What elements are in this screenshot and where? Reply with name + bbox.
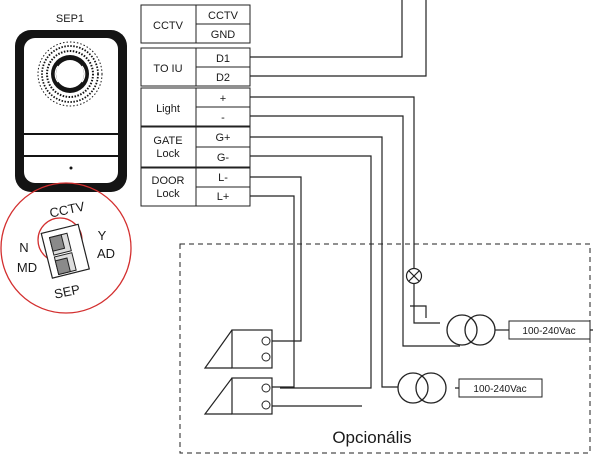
terminal-block: CCTV CCTV GND TO IU D1 D2 Light + - GATE… [140, 4, 251, 207]
pin-l-plus: L+ [217, 191, 230, 203]
pin-g-minus: G- [217, 152, 230, 164]
pin-d2: D2 [216, 72, 230, 84]
device-label: SEP1 [56, 13, 84, 25]
pin-l-minus: L- [218, 172, 228, 184]
camera-lens-icon [37, 41, 103, 107]
switch-knob-1 [48, 234, 66, 252]
transformer-1-voltage: 100-240Vac [522, 326, 575, 337]
status-led [69, 166, 73, 170]
switch-knob-2 [54, 257, 71, 276]
wire-d2 [250, 0, 427, 77]
transformer-2-voltage: 100-240Vac [473, 384, 526, 395]
group-door-label-line2: Lock [156, 188, 180, 200]
switch-callout-circle [0, 182, 132, 314]
wire-g-plus [250, 136, 410, 388]
transformer-icon [397, 372, 447, 404]
pin-g-plus: G+ [216, 132, 231, 144]
wire-d1 [250, 0, 403, 58]
switch-label-sep: SEP [53, 282, 82, 302]
door-lock-icon [203, 329, 273, 369]
switch-label-n: N [19, 240, 28, 255]
lamp-icon [405, 267, 423, 285]
group-toiu-label: TO IU [153, 63, 182, 75]
group-door-label-line1: DOOR [152, 175, 185, 187]
wire-light-minus [250, 115, 460, 347]
pin-d1: D1 [216, 53, 230, 65]
wire-g-minus [250, 155, 372, 389]
transformer-2-voltage-box [458, 378, 543, 398]
group-gate-label-line2: Lock [156, 148, 180, 160]
gate-lock-icon [203, 377, 273, 415]
pin-gnd: GND [211, 29, 236, 41]
transformer-2: 100-240Vac [397, 372, 543, 404]
switch-label-md: MD [17, 260, 37, 275]
switch-label-y: Y [98, 228, 107, 243]
group-light-label: Light [156, 103, 180, 115]
wire-lamp-out [413, 284, 440, 324]
switch-label-cctv: CCTV [48, 199, 86, 221]
group-cctv-label: CCTV [153, 20, 184, 32]
dip-switch-detail: CCTV SEP N MD Y AD [0, 182, 132, 314]
wires [250, 0, 593, 407]
pin-light-plus: + [220, 93, 226, 105]
optional-area-border [179, 243, 591, 454]
switch-label-ad: AD [97, 246, 115, 261]
optional-area-label: Opcionális [332, 428, 411, 447]
transformer-1-voltage-box [508, 320, 591, 340]
pin-light-minus: - [221, 112, 225, 124]
wire-door-return [410, 305, 427, 318]
transformer-1: 100-240Vac [446, 314, 591, 346]
outdoor-station: SEP1 [15, 13, 127, 192]
group-gate-label-line1: GATE [153, 135, 182, 147]
wire-light-plus [250, 96, 415, 268]
transformer-icon [446, 314, 496, 346]
wire-l-plus [250, 195, 295, 388]
wire-l-minus [250, 176, 302, 342]
device-face [24, 38, 118, 183]
pin-cctv: CCTV [208, 10, 239, 22]
